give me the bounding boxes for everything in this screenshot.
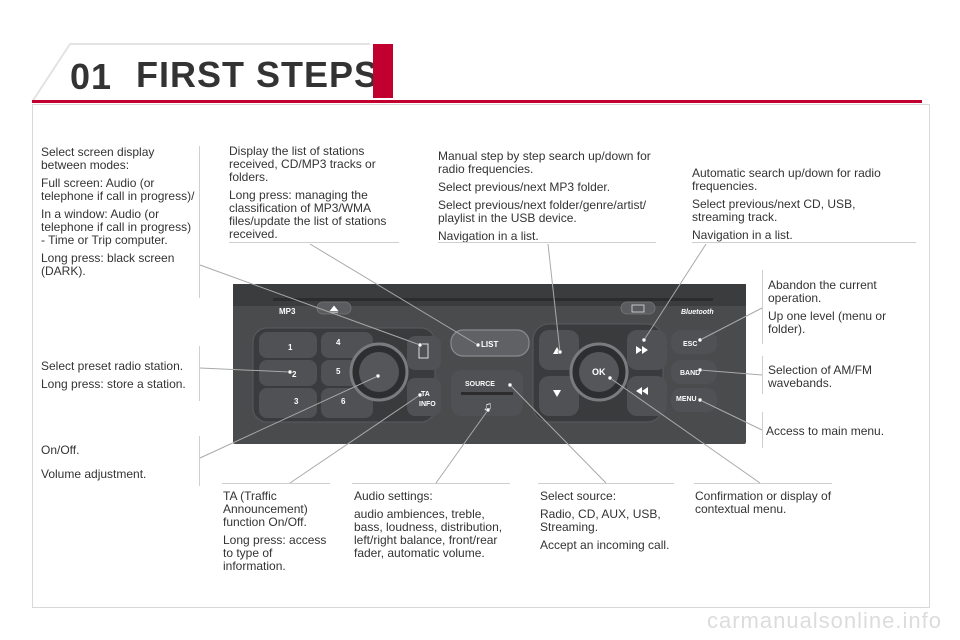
esc-label: ESC	[683, 341, 697, 348]
screen-mode-button[interactable]	[407, 336, 441, 370]
screen-mode-icon	[418, 343, 429, 359]
info-label: INFO	[419, 401, 436, 408]
preset-label-1: 1	[288, 343, 293, 352]
note-divider	[694, 483, 832, 484]
note-divider	[199, 436, 200, 486]
preset-label-2: 2	[292, 370, 297, 379]
nav-down-button[interactable]	[539, 376, 579, 416]
bluetooth-label: Bluetooth	[681, 309, 714, 316]
source-divider	[461, 392, 513, 395]
menu-label: MENU	[676, 396, 697, 403]
cd-icon	[631, 304, 645, 313]
note-divider	[199, 346, 200, 401]
note-band: Selection of AM/FM wavebands.	[768, 363, 873, 390]
note-divider	[538, 483, 674, 484]
source-label: SOURCE	[465, 381, 495, 388]
radio-control-panel: MP3 Bluetooth 1 2 3 4 5 6 TA INFO LIST S…	[233, 284, 746, 444]
note-divider	[222, 483, 330, 484]
note-manual-search: Manual step by step search up/down for r…	[438, 149, 651, 243]
note-divider	[762, 270, 763, 344]
menu-button[interactable]	[671, 388, 717, 412]
band-button[interactable]	[671, 360, 717, 384]
band-label: BAND	[680, 370, 700, 377]
ta-label: TA	[421, 391, 430, 398]
note-onoff: On/Off. Volume adjustment.	[41, 443, 147, 481]
note-preset: Select preset radio station. Long press:…	[41, 359, 186, 391]
preset-label-5: 5	[336, 367, 341, 376]
note-audio: Audio settings: audio ambiences, treble,…	[354, 489, 503, 560]
music-note-icon: ♫	[483, 399, 492, 413]
header-rule	[32, 100, 922, 103]
chapter-number: 01	[70, 56, 113, 97]
preset-label-3: 3	[294, 397, 299, 406]
note-divider	[692, 242, 916, 243]
note-ok: Confirmation or display of contextual me…	[695, 489, 832, 516]
list-button[interactable]	[450, 329, 530, 357]
note-auto-search: Automatic search up/down for radio frequ…	[692, 166, 881, 242]
nav-prev-button[interactable]	[627, 376, 667, 416]
header-corner-shape	[31, 43, 370, 103]
note-divider	[229, 242, 399, 243]
note-divider	[762, 356, 763, 394]
note-list: Display the list of stations received, C…	[229, 144, 387, 241]
watermark: carmanualsonline.info	[706, 608, 942, 633]
preset-label-6: 6	[341, 397, 346, 406]
note-menu: Access to main menu.	[766, 424, 885, 438]
preset-button-6[interactable]	[321, 388, 373, 418]
ta-info-button[interactable]	[407, 378, 441, 416]
note-divider	[762, 412, 763, 448]
cd-slot-button[interactable]	[620, 301, 656, 315]
note-divider	[438, 242, 656, 243]
note-source: Select source: Radio, CD, AUX, USB, Stre…	[540, 489, 670, 552]
fast-forward-icon	[636, 346, 648, 354]
note-divider	[352, 483, 510, 484]
preset-button-1[interactable]	[259, 332, 317, 358]
rewind-icon	[636, 387, 648, 395]
content-frame	[32, 104, 930, 608]
ok-label: OK	[592, 367, 606, 377]
note-ta: TA (Traffic Announcement) function On/Of…	[223, 489, 327, 573]
down-arrow-icon	[553, 390, 561, 397]
page-title: FIRST STEPS	[136, 54, 380, 95]
note-esc: Abandon the current operation. Up one le…	[768, 278, 887, 336]
chapter-tab-marker	[373, 44, 393, 98]
esc-button[interactable]	[671, 330, 717, 354]
list-label: LIST	[481, 340, 498, 349]
preset-label-4: 4	[336, 338, 341, 347]
note-screen-display: Select screen display between modes: Ful…	[41, 145, 195, 278]
mp3-label: MP3	[279, 307, 296, 316]
note-divider	[199, 146, 200, 298]
